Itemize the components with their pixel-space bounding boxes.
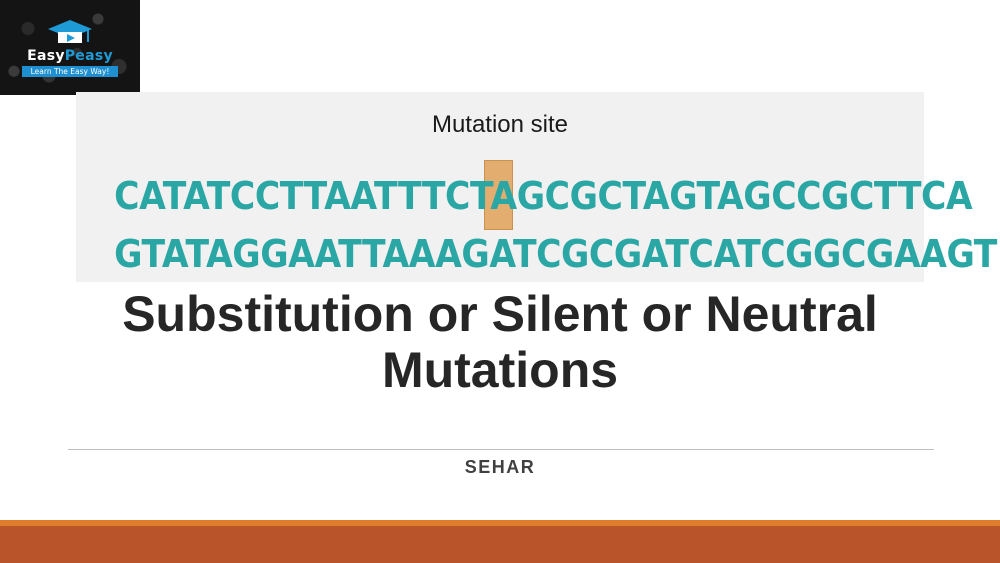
logo-tagline: Learn The Easy Way! bbox=[22, 66, 118, 77]
logo-brand-text: EasyPeasy bbox=[0, 48, 140, 64]
dna-mutation-figure: Mutation site CATATCCTTAATTTCTAGCGCTAGTA… bbox=[76, 92, 997, 282]
footer-bar bbox=[0, 526, 1000, 563]
dna-top-strand: CATATCCTTAATTTCTAGCGCTAGTAGCCGCTTCA bbox=[114, 174, 972, 218]
divider bbox=[68, 449, 934, 450]
mutation-site-highlight bbox=[484, 160, 513, 230]
logo-brand-first: Easy bbox=[27, 48, 65, 64]
top-strand-before: CATATCCTTAATTTCTA bbox=[114, 174, 517, 218]
slide-title-line1: Substitution or Silent or Neutral bbox=[122, 286, 878, 342]
easypeasy-logo: EasyPeasy Learn The Easy Way! bbox=[0, 0, 140, 95]
logo-brand-second: Peasy bbox=[64, 48, 113, 64]
dna-bottom-strand: GTATAGGAATTAAAGATCGCGATCATCGGCGAAGT bbox=[114, 232, 997, 276]
top-strand-after: CGCTAGTAGCCGCTTCA bbox=[544, 174, 973, 218]
slide-title-line2: Mutations bbox=[381, 342, 619, 398]
author-name: SEHAR bbox=[464, 457, 536, 477]
footer-accent-bar bbox=[0, 520, 1000, 526]
mutated-base: G bbox=[516, 174, 545, 218]
slide-title: Substitution or Silent or Neutral Mutati… bbox=[0, 286, 1000, 398]
mutation-site-label: Mutation site bbox=[431, 111, 569, 138]
graduation-cap-icon bbox=[48, 20, 92, 43]
